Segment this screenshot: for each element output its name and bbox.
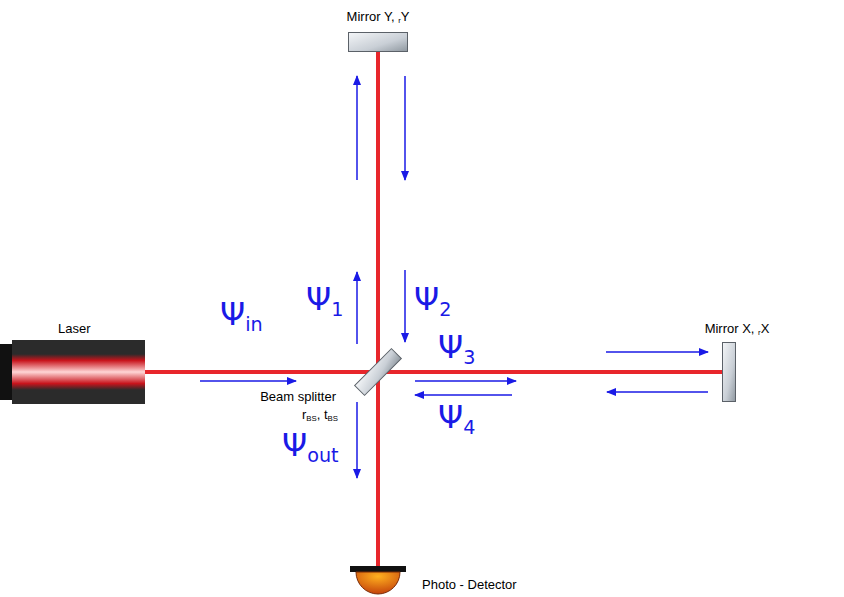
mirror-outline (722, 342, 736, 402)
laser: Laser (0, 340, 145, 404)
part-label: Photo - Detector (422, 576, 517, 593)
mirror: Mirror Y, rY (348, 32, 408, 52)
part-label: Mirror Y, rY (347, 8, 410, 25)
photo-detector-outline (350, 566, 406, 597)
field-label: Ψ2 (414, 282, 451, 316)
photo-detector: Photo - Detector (350, 566, 406, 597)
beam-splitter: Beam splitterrBS, tBS (366, 360, 390, 384)
beam-splitter-outline (366, 360, 390, 384)
part-label: rBS, tBS (302, 406, 338, 423)
field-label: Ψ1 (306, 282, 343, 316)
laser-outline (0, 340, 145, 404)
part-label: Laser (58, 320, 91, 337)
part-label: Beam splitter (260, 388, 336, 405)
field-label: Ψ3 (438, 330, 475, 364)
field-label: Ψin (220, 297, 263, 331)
beam-path (390, 370, 722, 374)
laser-beam (145, 52, 722, 568)
field-label: Ψout (282, 428, 339, 462)
beam-path (376, 52, 380, 360)
beam-path (376, 384, 380, 566)
beam-path (145, 370, 366, 374)
mirror-outline (348, 32, 408, 52)
field-label: Ψ4 (438, 400, 475, 434)
part-label: Mirror X, rX (705, 320, 770, 337)
mirror: Mirror X, rX (722, 342, 736, 402)
propagation-arrows (200, 76, 708, 478)
